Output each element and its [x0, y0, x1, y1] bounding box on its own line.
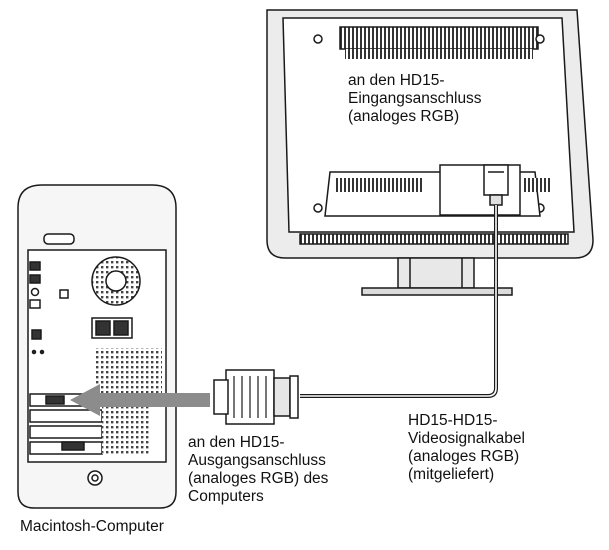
computer-label: Macintosh-Computer — [20, 518, 164, 535]
computer-side-plug — [213, 369, 299, 425]
computer — [17, 184, 177, 509]
connection-arrow — [70, 384, 210, 416]
monitor-port-label: an den HD15- Eingangsanschluss (analoges… — [348, 72, 482, 125]
monitor — [266, 9, 594, 296]
monitor-hd15-plug — [483, 164, 509, 206]
cable-label: HD15-HD15- Videosignalkabel (analoges RG… — [408, 412, 525, 483]
computer-port-label: an den HD15- Ausgangsanschluss (analoges… — [188, 434, 329, 505]
